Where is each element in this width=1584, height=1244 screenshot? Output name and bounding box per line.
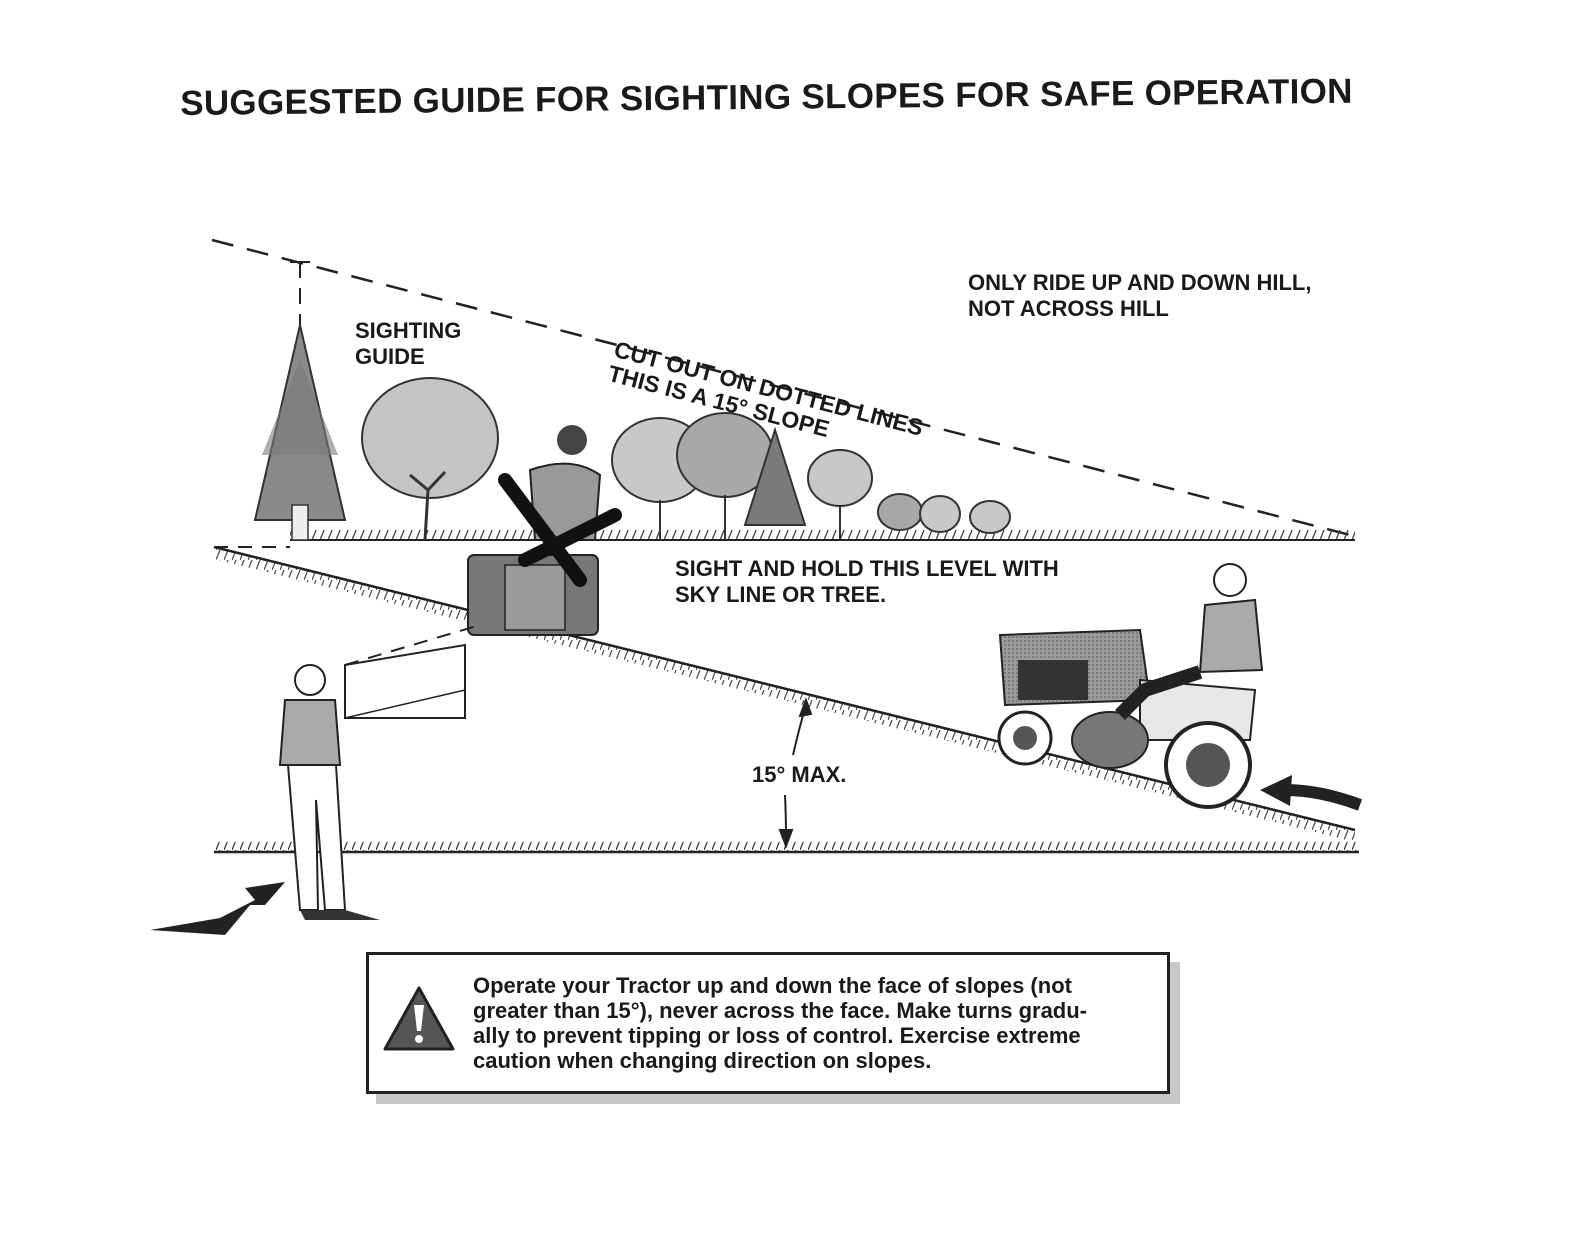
sighting-guide-line2: GUIDE <box>355 344 461 370</box>
warning-box: Operate your Tractor up and down the fac… <box>366 952 1170 1094</box>
ride-note-line2: NOT ACROSS HILL <box>968 296 1311 322</box>
ride-note-label: ONLY RIDE UP AND DOWN HILL, NOT ACROSS H… <box>968 270 1311 322</box>
warning-text: Operate your Tractor up and down the fac… <box>473 973 1153 1073</box>
sight-hold-line2: SKY LINE OR TREE. <box>675 582 1059 608</box>
warning-line1: Operate your Tractor up and down the fac… <box>473 973 1153 998</box>
warning-triangle-icon <box>383 985 455 1053</box>
sight-hold-line1: SIGHT AND HOLD THIS LEVEL WITH <box>675 556 1059 582</box>
warning-line2: greater than 15°), never across the face… <box>473 998 1153 1023</box>
horizon-ground <box>290 530 1355 540</box>
sighting-guide-label: SIGHTING GUIDE <box>355 318 461 370</box>
sighting-guide-line1: SIGHTING <box>355 318 461 344</box>
warning-line3: ally to prevent tipping or loss of contr… <box>473 1023 1153 1048</box>
ground-arrow-icon <box>150 882 285 935</box>
sight-hold-label: SIGHT AND HOLD THIS LEVEL WITH SKY LINE … <box>675 556 1059 608</box>
person-with-guide <box>280 625 480 920</box>
direction-arrow-icon <box>1260 775 1360 806</box>
conifer-tree-left <box>255 325 345 540</box>
ride-note-line1: ONLY RIDE UP AND DOWN HILL, <box>968 270 1311 296</box>
deciduous-tree-left <box>362 378 498 540</box>
warning-line4: caution when changing direction on slope… <box>473 1048 1153 1073</box>
max-angle-label: 15° MAX. <box>752 762 846 788</box>
